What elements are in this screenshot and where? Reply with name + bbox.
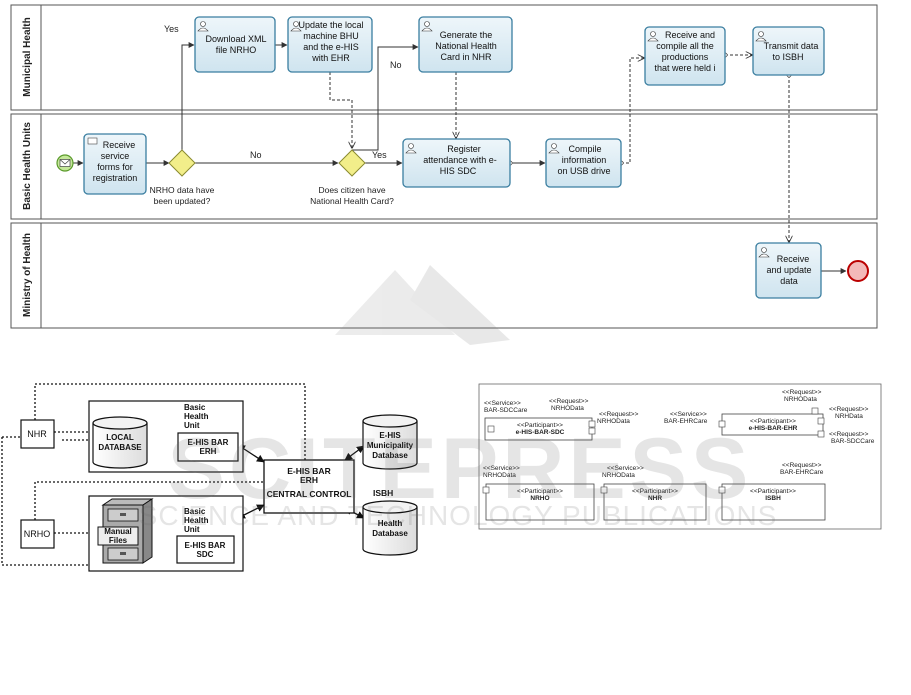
svg-text:NHR: NHR	[27, 429, 47, 439]
nrho-box: NRHO	[20, 519, 55, 549]
nrho-service-label: <<Service>>NRHOData	[483, 465, 520, 479]
start-event	[56, 154, 74, 172]
user-icon	[197, 21, 209, 32]
sdc-request-label: <<Request>>NRHOData	[549, 398, 589, 412]
lane-label-bhu: Basic Health Units	[22, 122, 33, 210]
user-icon	[758, 247, 770, 258]
participant-isbh: <<Participant>>ISBH	[718, 483, 826, 521]
nhr-service-label: <<Service>>NRHOData	[602, 465, 644, 479]
user-icon	[421, 21, 433, 32]
lane-label-municipal: Municipal Health	[22, 17, 33, 96]
end-event	[847, 260, 869, 282]
svg-text:<<Participant>>e-HIS-BAR-SDC: <<Participant>>e-HIS-BAR-SDC	[516, 422, 565, 436]
watermark-line2: SCIENCE AND TECHNOLOGY PUBLICATIONS	[139, 500, 778, 531]
bpmn-diagram: Municipal Health Basic Health Units Mini…	[10, 4, 878, 329]
sdc-service-label: <<Service>>BAR-SDCCare	[484, 400, 528, 414]
ehr-request-nrh-label: <<Request>>NRHData	[829, 406, 869, 420]
user-icon	[755, 31, 767, 42]
flow-label-yes-1: Yes	[164, 24, 179, 34]
flow-label-no-1: No	[250, 150, 262, 160]
participant-ehis-bar-sdc: <<Participant>>e-HIS-BAR-SDC	[484, 417, 596, 441]
lane-label-ministry: Ministry of Health	[22, 233, 33, 317]
gateway-citizen-card	[338, 149, 366, 177]
gateway-nrho-updated	[168, 149, 196, 177]
mid-service-label: <<Service>>BAR-EHRCare	[664, 411, 708, 425]
isbh-label: ISBH	[373, 488, 393, 498]
flow-label-yes-2: Yes	[372, 150, 387, 160]
nhr-box: NHR	[20, 419, 55, 449]
user-icon	[290, 21, 302, 32]
svg-text:NRHO: NRHO	[24, 529, 51, 539]
soaml-diagram: <<Participant>>e-HIS-BAR-SDC <<Service>>…	[478, 383, 882, 530]
svg-text:<<Participant>>NRHO: <<Participant>>NRHO	[517, 488, 563, 502]
participant-ehis-bar-ehr: <<Participant>>e-HIS-BAR-EHR	[718, 407, 825, 438]
user-icon	[405, 143, 417, 154]
lane-ministry-of-health: Ministry of Health	[10, 222, 878, 329]
ehr-request-sdc-label: <<Request>>BAR-SDCCare	[829, 431, 875, 445]
svg-text:<<Participant>>e-HIS-BAR-EHR: <<Participant>>e-HIS-BAR-EHR	[749, 418, 798, 432]
watermark: SCITEPRESS SCIENCE AND TECHNOLOGY PUBLIC…	[139, 265, 778, 531]
flow-label-no-2: No	[390, 60, 402, 70]
user-icon	[548, 143, 560, 154]
isbh-request-label: <<Request>>BAR-EHRCare	[780, 462, 824, 476]
user-icon	[647, 31, 659, 42]
svg-text:<<Participant>>ISBH: <<Participant>>ISBH	[750, 488, 796, 502]
svg-text:<<Participant>>NHR: <<Participant>>NHR	[632, 488, 678, 502]
ehr-request-top-label: <<Request>>NRHOData	[782, 389, 822, 403]
participant-nrho: <<Participant>>NRHO	[482, 483, 595, 521]
participant-nhr: <<Participant>>NHR	[600, 483, 707, 521]
mid-request-label: <<Request>>NRHOData	[597, 411, 639, 425]
watermark-line1: SCITEPRESS	[168, 421, 753, 517]
